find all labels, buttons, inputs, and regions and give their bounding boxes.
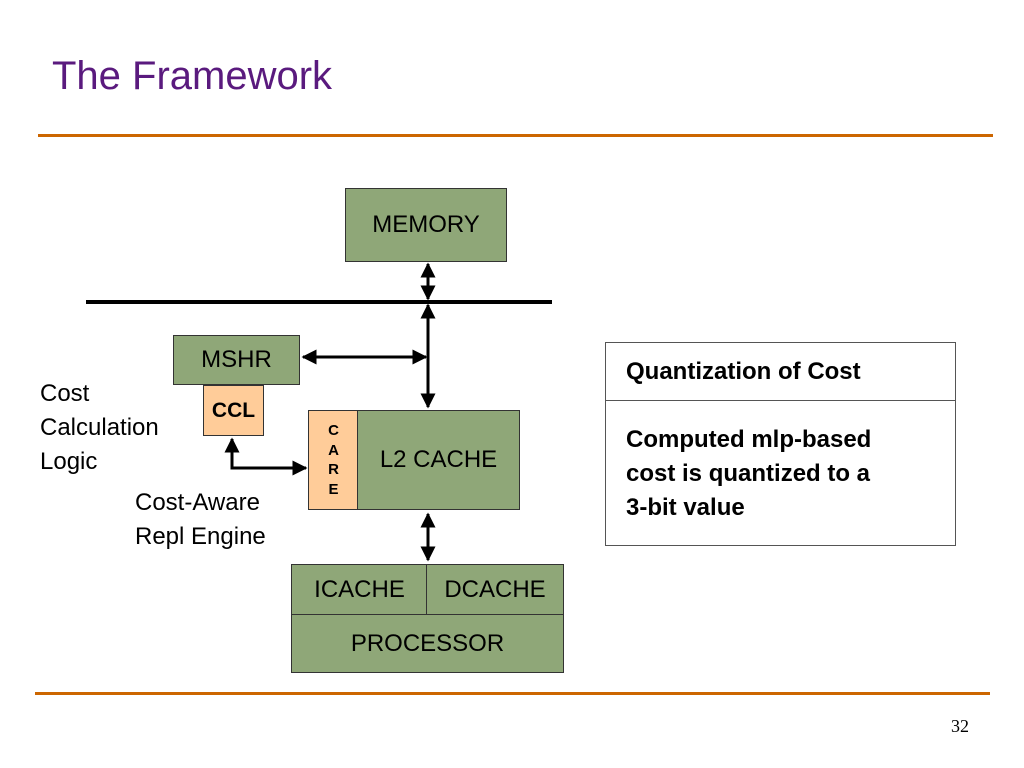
l2-cache-box: L2 CACHE	[357, 410, 520, 510]
dcache-box: DCACHE	[426, 564, 564, 615]
mshr-box: MSHR	[173, 335, 300, 385]
care-caption: Cost-Aware Repl Engine	[135, 486, 266, 554]
icache-box: ICACHE	[291, 564, 428, 615]
page-number: 32	[951, 716, 969, 736]
memory-box: MEMORY	[345, 188, 507, 262]
note-heading: Quantization of Cost	[606, 343, 955, 401]
ccl-caption-line: Calculation	[40, 414, 159, 441]
note-line: 3-bit value	[626, 494, 745, 521]
ccl-caption-line: Logic	[40, 448, 98, 475]
care-letter: C	[328, 422, 339, 439]
care-letter: E	[328, 480, 339, 498]
note-body: Computed mlp-based cost is quantized to …	[606, 401, 955, 525]
care-letter: R	[328, 461, 339, 478]
footer-divider	[35, 692, 990, 695]
note-line: Computed mlp-based	[626, 426, 872, 453]
ccl-caption: Cost Calculation Logic	[40, 377, 159, 479]
title-divider	[38, 134, 993, 137]
ccl-care-arrow	[224, 437, 308, 476]
quantization-note: Quantization of Cost Computed mlp-based …	[605, 342, 956, 546]
slide-title: The Framework	[52, 54, 333, 98]
care-letter: A	[328, 441, 339, 459]
care-caption-line: Cost-Aware	[135, 489, 260, 516]
care-box: C A R E	[308, 410, 359, 510]
ccl-caption-line: Cost	[40, 380, 90, 407]
note-line: cost is quantized to a	[626, 460, 871, 487]
care-caption-line: Repl Engine	[135, 523, 266, 550]
ccl-box: CCL	[203, 385, 264, 436]
processor-box: PROCESSOR	[291, 614, 564, 673]
